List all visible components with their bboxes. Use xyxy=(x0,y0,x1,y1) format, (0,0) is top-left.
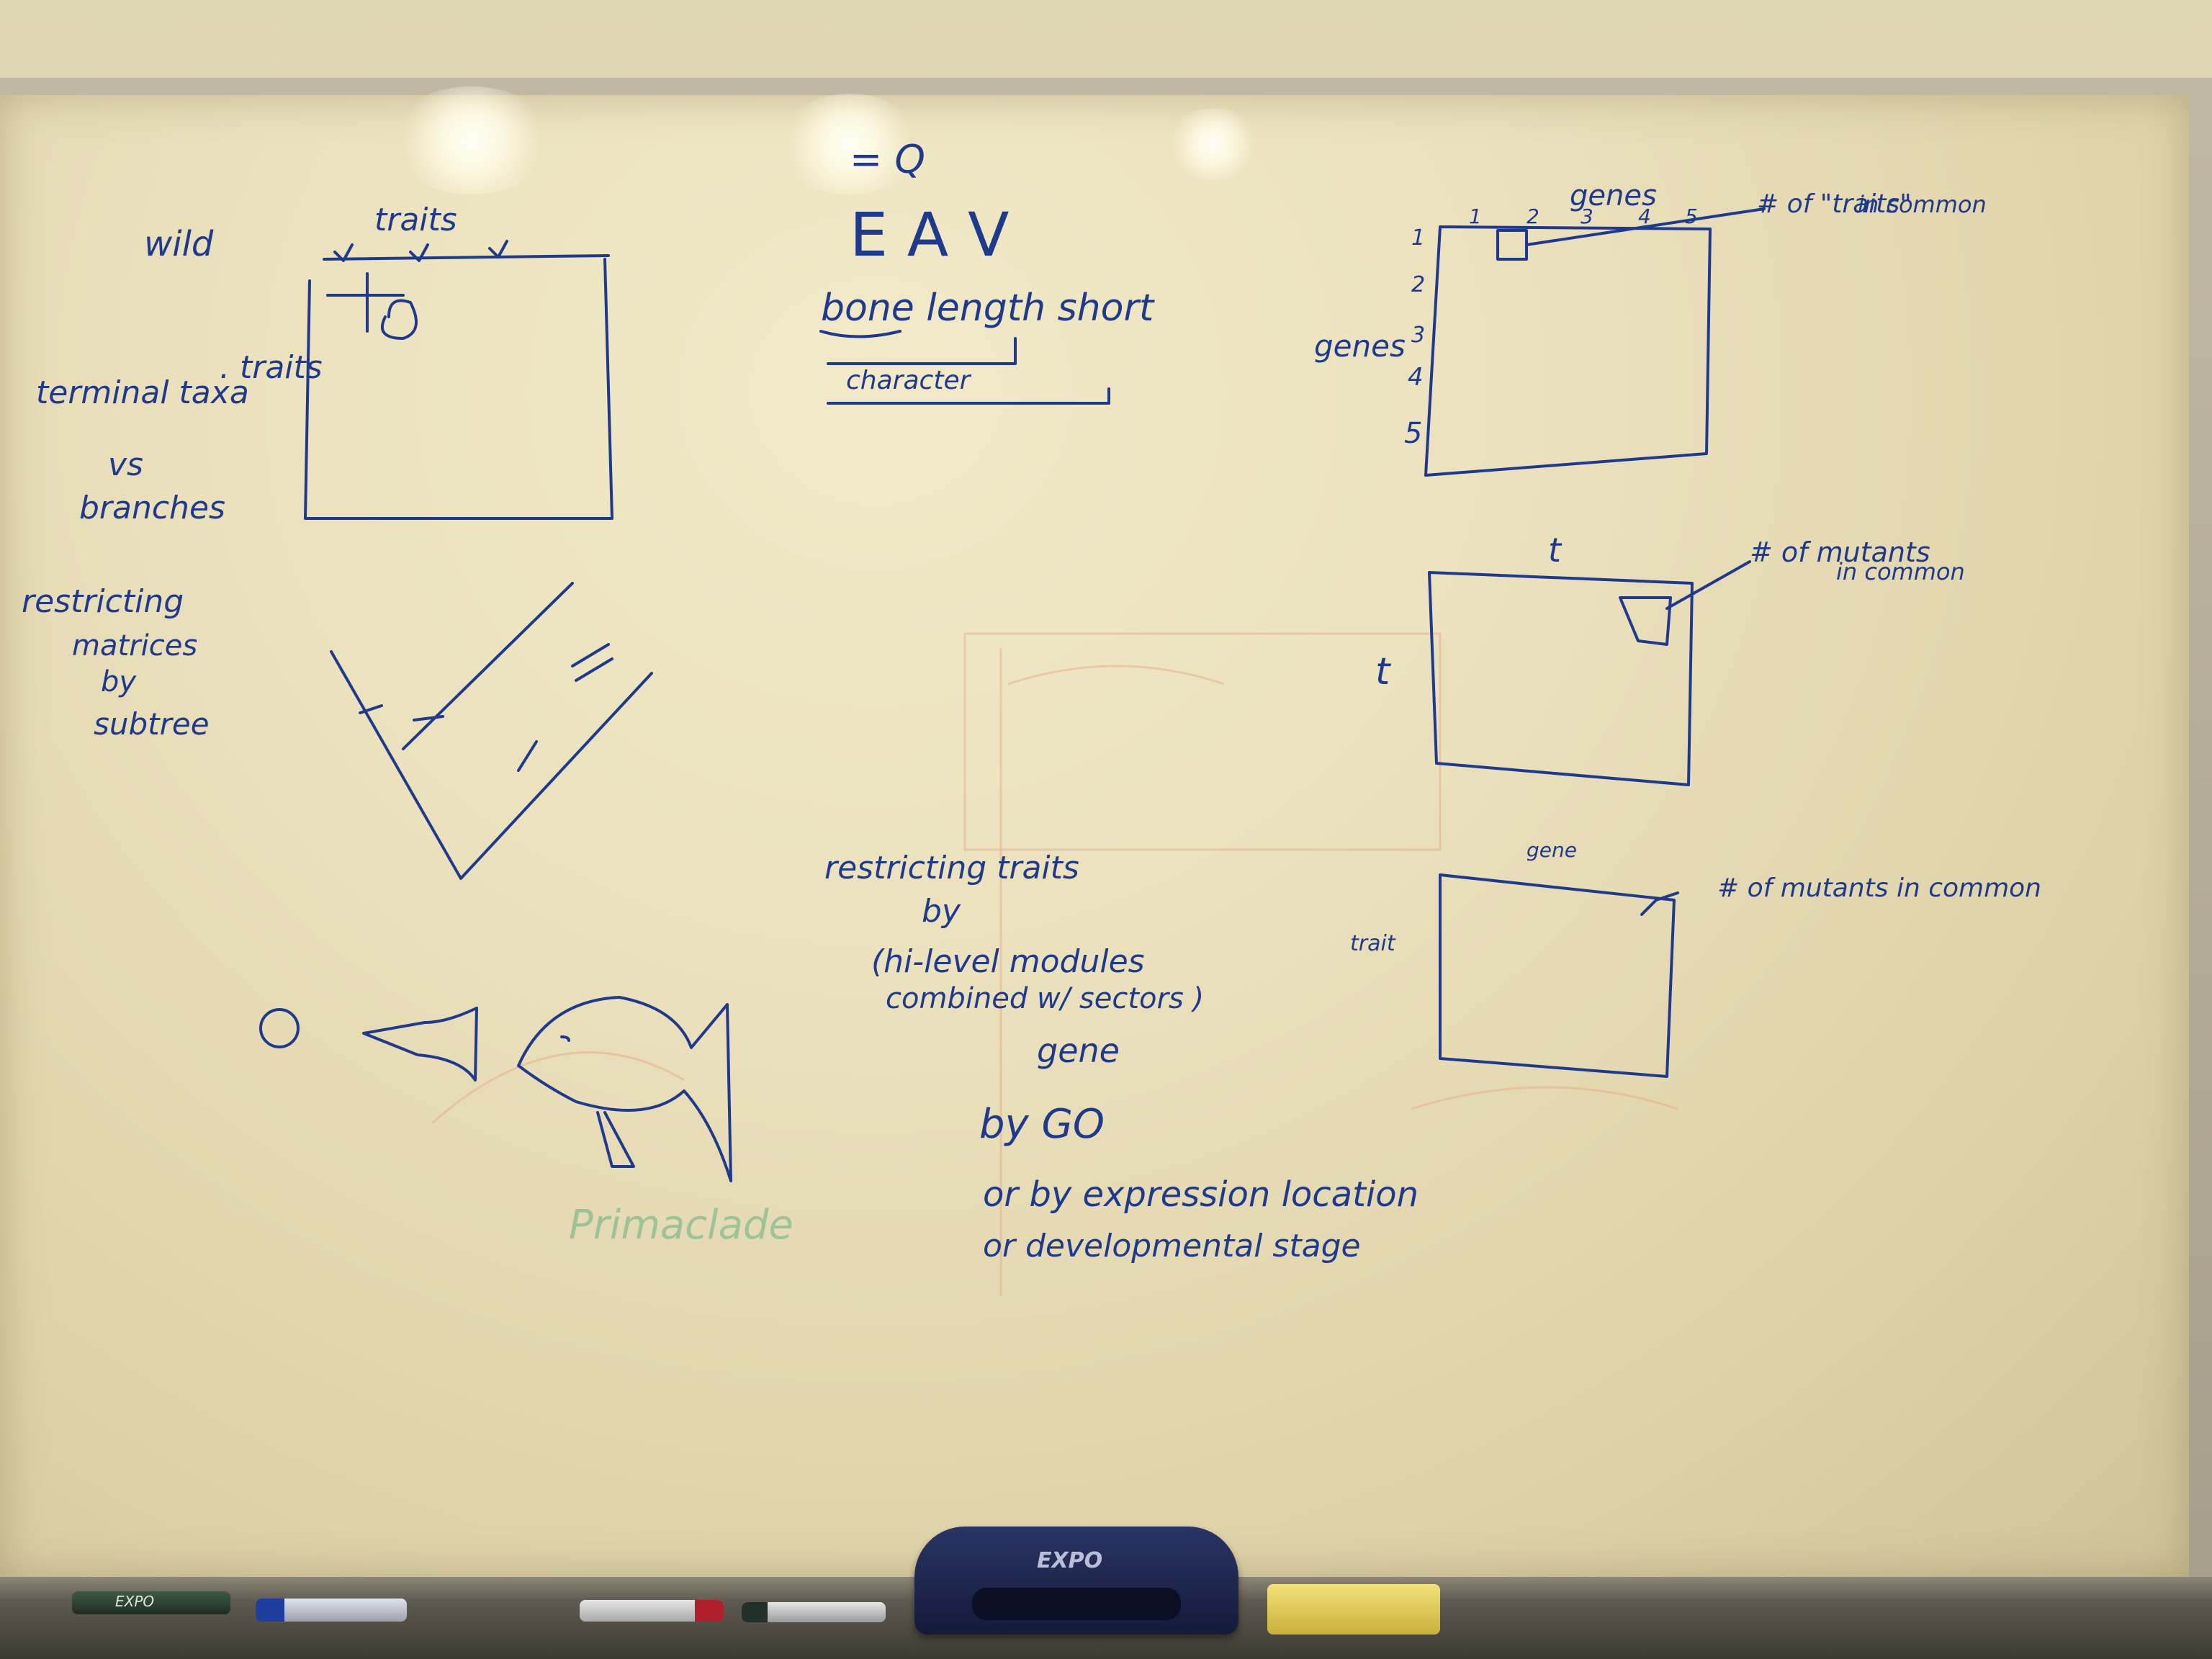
character-label: character xyxy=(846,366,972,395)
row-label-1: 1 xyxy=(1411,225,1425,251)
light-glare xyxy=(389,86,554,194)
col-label-5: 5 xyxy=(1685,204,1698,228)
col-label-2: 2 xyxy=(1527,204,1539,228)
ghost-strokes xyxy=(431,648,1678,1296)
fish-sketch xyxy=(259,996,732,1182)
row-label-5: 5 xyxy=(1404,417,1422,450)
trait-checkmarks xyxy=(333,240,508,262)
by-label: by xyxy=(101,665,137,698)
right-matrix-trait-gene: gene trait # of mutants in common xyxy=(1350,838,2041,1078)
eraser-brand-text: EXPO xyxy=(1037,1548,1103,1573)
col-label-1: 1 xyxy=(1469,204,1482,228)
terminal-taxa-label: terminal taxa xyxy=(36,374,249,411)
t-side-label: t xyxy=(1375,650,1391,693)
expression-label: or by expression location xyxy=(983,1174,1419,1215)
light-glare xyxy=(1166,108,1260,180)
combined-label: combined w/ sectors ) xyxy=(886,982,1204,1015)
by-go-label: by GO xyxy=(979,1101,1105,1148)
wild-label: wild xyxy=(144,224,214,264)
col-label-3: 3 xyxy=(1581,204,1593,228)
phylogeny-tree xyxy=(330,582,653,880)
matrices-label: matrices xyxy=(72,629,197,662)
gene-gene-matrix-box xyxy=(1424,207,1766,477)
primaclade-text: Primaclade xyxy=(569,1202,793,1249)
marker-blue[interactable] xyxy=(256,1599,407,1622)
genes-side-label: genes xyxy=(1314,328,1406,364)
subtree-label: subtree xyxy=(94,706,210,742)
marker-green-brand: EXPO xyxy=(115,1593,155,1610)
traits-side-label: . traits xyxy=(220,349,323,386)
row-label-3: 3 xyxy=(1411,323,1425,348)
t-top-label: t xyxy=(1548,531,1563,570)
mutants-common-label: # of mutants xyxy=(1750,536,1930,568)
light-glare xyxy=(778,94,922,194)
marker-red[interactable] xyxy=(580,1600,724,1622)
right-matrix-genes: genes 1 2 3 4 5 1 2 3 4 5 genes # of "tr… xyxy=(1314,179,1987,477)
right-matrix-traits: t t # of mutants in common xyxy=(1375,531,1965,786)
bone-length-label: bone length short xyxy=(821,287,1155,330)
matrix-cell-marker xyxy=(326,272,418,340)
in-common-label-2: in common xyxy=(1836,558,1965,585)
ghost-writing: Primaclade xyxy=(431,632,1678,1296)
gene-label: gene xyxy=(1037,1031,1120,1070)
eq-label: = Q xyxy=(850,137,925,182)
ghost-box xyxy=(963,632,1442,851)
trait-side-label: trait xyxy=(1350,931,1396,956)
branches-label: branches xyxy=(79,490,225,526)
egg-circle xyxy=(259,1008,300,1048)
gene-top-label: gene xyxy=(1527,838,1577,862)
whiteboard-surface xyxy=(0,95,2189,1578)
hi-level-label: (hi-level modules xyxy=(871,943,1145,980)
traits-common-label: # of "traits" xyxy=(1757,189,1912,219)
traits-top-label: traits xyxy=(374,202,457,238)
eraser[interactable]: EXPO xyxy=(914,1527,1238,1635)
left-matrix-group: wild traits terminal taxa vs branches . … xyxy=(22,202,613,742)
marker-green[interactable]: EXPO xyxy=(72,1591,230,1614)
mutants-in-common-label: # of mutants in common xyxy=(1717,873,2041,903)
marker-black[interactable] xyxy=(742,1602,886,1622)
restricting-traits-label: restricting traits xyxy=(824,850,1079,886)
in-common-label-1: in common xyxy=(1858,191,1987,218)
dev-stage-label: or developmental stage xyxy=(983,1228,1361,1264)
row-label-4: 4 xyxy=(1408,363,1424,392)
cleaner-pack[interactable] xyxy=(1267,1584,1440,1635)
col-label-4: 4 xyxy=(1638,204,1651,228)
eav-underlines xyxy=(819,330,1110,405)
row-label-2: 2 xyxy=(1411,272,1425,297)
left-matrix-box xyxy=(304,254,613,520)
restricting-label: restricting xyxy=(22,583,184,620)
trait-gene-matrix-box xyxy=(1439,873,1679,1078)
vs-label: vs xyxy=(108,446,143,483)
by-label-1: by xyxy=(922,893,961,930)
middle-notes: = Q E A V bone length short character re… xyxy=(819,137,1419,1264)
genes-top-label: genes xyxy=(1570,179,1657,212)
fish-body xyxy=(517,996,732,1182)
tadpole-fin xyxy=(362,1007,478,1082)
trait-trait-matrix-box xyxy=(1428,560,1751,786)
eav-label: E A V xyxy=(850,199,1009,270)
